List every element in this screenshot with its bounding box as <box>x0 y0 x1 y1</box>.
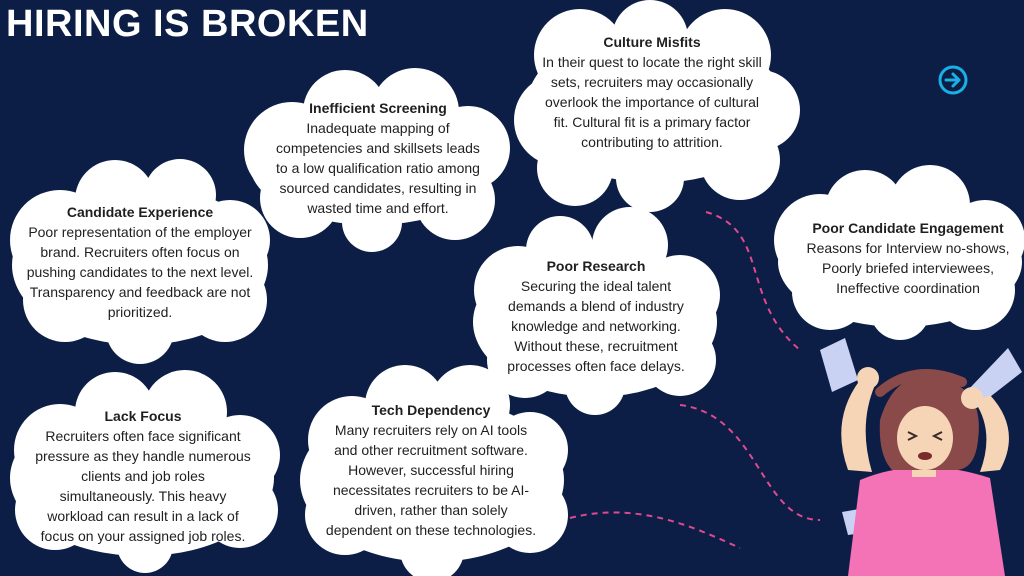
card-heading: Lack Focus <box>104 408 182 424</box>
card-poor-research: Poor Research Securing the ideal talent … <box>496 256 696 376</box>
card-body: Many recruiters rely on AI tools and oth… <box>325 422 537 538</box>
card-poor-candidate-engagement: Poor Candidate Engagement Reasons for In… <box>794 218 1022 298</box>
arrow-right-circle-icon <box>938 65 968 95</box>
cloud-culture-misfits <box>514 0 800 212</box>
cloud-lack-focus <box>10 370 280 573</box>
cloud-poor-research <box>473 207 720 415</box>
page-title: HIRING IS BROKEN <box>6 3 369 45</box>
card-heading: Poor Research <box>546 258 646 274</box>
next-slide-button[interactable] <box>937 64 969 96</box>
card-body: Securing the ideal talent demands a blen… <box>507 278 685 374</box>
card-candidate-experience: Candidate Experience Poor representation… <box>25 202 255 322</box>
card-heading: Inefficient Screening <box>309 100 447 116</box>
card-inefficient-screening: Inefficient Screening Inadequate mapping… <box>272 98 484 218</box>
card-lack-focus: Lack Focus Recruiters often face signifi… <box>32 406 254 546</box>
card-heading: Culture Misfits <box>603 34 701 50</box>
card-body: Recruiters often face significant pressu… <box>35 428 251 544</box>
cloud-inefficient-screening <box>244 68 510 252</box>
card-culture-misfits: Culture Misfits In their quest to locate… <box>541 32 763 152</box>
card-tech-dependency: Tech Dependency Many recruiters rely on … <box>322 400 540 540</box>
cloud-tech-dependency <box>300 365 568 576</box>
cloud-candidate-experience <box>10 159 270 364</box>
stressed-person-illustration <box>841 367 1009 576</box>
card-heading: Poor Candidate Engagement <box>812 220 1004 236</box>
card-heading: Tech Dependency <box>371 402 491 418</box>
card-body: Inadequate mapping of competencies and s… <box>276 120 480 216</box>
card-body: In their quest to locate the right skill… <box>542 54 762 150</box>
card-heading: Candidate Experience <box>66 204 214 220</box>
card-body: Poor representation of the employer bran… <box>26 224 254 320</box>
cloud-poor-candidate-engagement <box>774 165 1024 340</box>
dashed-connectors <box>569 211 821 549</box>
card-body: Reasons for Interview no-shows, Poorly b… <box>806 240 1010 296</box>
thought-clouds <box>10 0 1024 576</box>
